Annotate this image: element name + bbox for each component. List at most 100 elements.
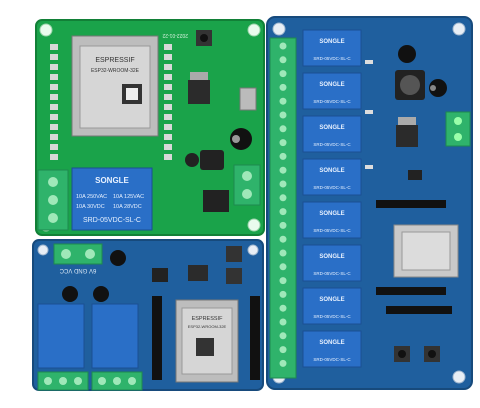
relay-model: SRD-05VDC-SL-C	[83, 217, 141, 224]
terminal-screw	[279, 125, 287, 133]
inductor	[152, 268, 168, 282]
large-board-relay: SONGLE SRD-05VDC-SL-C	[302, 29, 362, 67]
solder-pad	[164, 114, 172, 120]
relay-brand: SONGLE	[319, 211, 344, 217]
large-board-esp32-module	[393, 224, 459, 278]
solder-pad	[50, 134, 58, 140]
large-board-relay: SONGLE SRD-05VDC-SL-C	[302, 115, 362, 153]
relay-model: SRD-05VDC-SL-C	[313, 271, 351, 276]
solder-pad	[164, 64, 172, 70]
green-board: ESPRESSIF ESP32-WROOM-32E 2022-01-22	[35, 19, 265, 236]
terminal-screw	[279, 304, 287, 312]
terminal-screw	[279, 221, 287, 229]
solder-pad	[50, 44, 58, 50]
ic-chip	[203, 190, 229, 212]
green-module-brand: ESPRESSIF	[95, 57, 134, 64]
large-board-relay: SONGLE SRD-05VDC-SL-C	[302, 244, 362, 282]
terminal-screw	[279, 97, 287, 105]
relay-rating: 10A 125VAC	[113, 194, 144, 200]
solder-pad	[50, 74, 58, 80]
relay-rating: 10A 30VDC	[76, 204, 105, 210]
small-board-silk-label: 6V GND VCC	[59, 267, 96, 273]
green-board-relay-terminal	[37, 169, 69, 231]
terminal-screw	[279, 235, 287, 243]
terminal-screw	[279, 249, 287, 257]
terminal-screw	[279, 139, 287, 147]
pin-header	[376, 200, 452, 314]
relay-brand: SONGLE	[319, 254, 344, 260]
terminal-screw	[279, 152, 287, 160]
electrolytic-capacitor	[185, 128, 252, 167]
solder-pad	[50, 104, 58, 110]
small-board-esp32-module: ESPRESSIF ESP32-WROOM-32E	[175, 299, 239, 383]
large-board-relay: SONGLE SRD-05VDC-SL-C	[302, 201, 362, 239]
terminal-screw	[279, 208, 287, 216]
solder-pad	[164, 124, 172, 130]
small-board-relay-terminal	[37, 371, 143, 391]
electrolytic-capacitor	[398, 45, 447, 97]
large-board-relay: SONGLE SRD-05VDC-SL-C	[302, 287, 362, 325]
tactile-button	[226, 246, 242, 284]
terminal-screw	[279, 70, 287, 78]
solder-pad	[50, 94, 58, 100]
relay-model: SRD-05VDC-SL-C	[313, 228, 351, 233]
solder-pad	[50, 114, 58, 120]
solder-pad	[164, 104, 172, 110]
relay-brand: SONGLE	[319, 82, 344, 88]
small-module-brand: ESPRESSIF	[192, 316, 224, 322]
qr-code-icon	[196, 338, 214, 356]
large-board-relay: SONGLE SRD-05VDC-SL-C	[302, 72, 362, 110]
large-board-power-terminal	[445, 111, 471, 147]
terminal-screw	[279, 263, 287, 271]
relay-brand: SONGLE	[319, 125, 344, 131]
terminal-screw	[279, 277, 287, 285]
solder-pad	[50, 54, 58, 60]
relay-brand: SONGLE	[319, 297, 344, 303]
pin-header	[152, 296, 260, 380]
solder-pad	[164, 44, 172, 50]
solder-pad	[50, 64, 58, 70]
terminal-screw	[279, 56, 287, 64]
relay-brand: SONGLE	[319, 39, 344, 45]
large-blue-board: SONGLE SRD-05VDC-SL-C SONGLE SRD-05VDC-SL-C…	[266, 16, 473, 390]
terminal-screw	[279, 194, 287, 202]
green-module-model: ESP32-WROOM-32E	[91, 68, 140, 74]
inductor	[395, 70, 425, 100]
small-board-relay	[37, 303, 139, 369]
solder-pad	[50, 144, 58, 150]
relay-model: SRD-05VDC-SL-C	[313, 99, 351, 104]
terminal-screw	[279, 166, 287, 174]
terminal-screw	[279, 332, 287, 340]
voltage-regulator	[396, 117, 418, 147]
solder-pad	[50, 154, 58, 160]
usb-port	[239, 87, 257, 111]
relay-model: SRD-05VDC-SL-C	[313, 56, 351, 61]
green-board-relay: SONGLE 10A 250VAC 10A 125VAC 10A 30VDC 1…	[71, 167, 153, 231]
voltage-regulator	[188, 265, 208, 281]
large-board-relay: SONGLE SRD-05VDC-SL-C	[302, 330, 362, 368]
relay-brand: SONGLE	[319, 168, 344, 174]
relay-brand: SONGLE	[319, 340, 344, 346]
solder-pad	[164, 134, 172, 140]
relay-model: SRD-05VDC-SL-C	[313, 357, 351, 362]
relay-rating: 10A 28VDC	[113, 204, 142, 210]
relay-rating: 10A 250VAC	[76, 194, 107, 200]
terminal-screw	[279, 290, 287, 298]
small-board-power-terminal	[53, 243, 103, 265]
terminal-screw	[279, 318, 287, 326]
green-board-esp32-module: ESPRESSIF ESP32-WROOM-32E	[71, 35, 159, 137]
terminal-screw	[279, 180, 287, 188]
solder-pad	[164, 144, 172, 150]
terminal-screw	[279, 359, 287, 367]
solder-pad	[50, 84, 58, 90]
solder-pad	[164, 54, 172, 60]
voltage-regulator	[188, 72, 210, 104]
relay-model: SRD-05VDC-SL-C	[313, 142, 351, 147]
solder-pad	[164, 94, 172, 100]
relay-model: SRD-05VDC-SL-C	[313, 314, 351, 319]
terminal-screw	[279, 83, 287, 91]
terminal-screw	[279, 111, 287, 119]
solder-pad	[164, 84, 172, 90]
